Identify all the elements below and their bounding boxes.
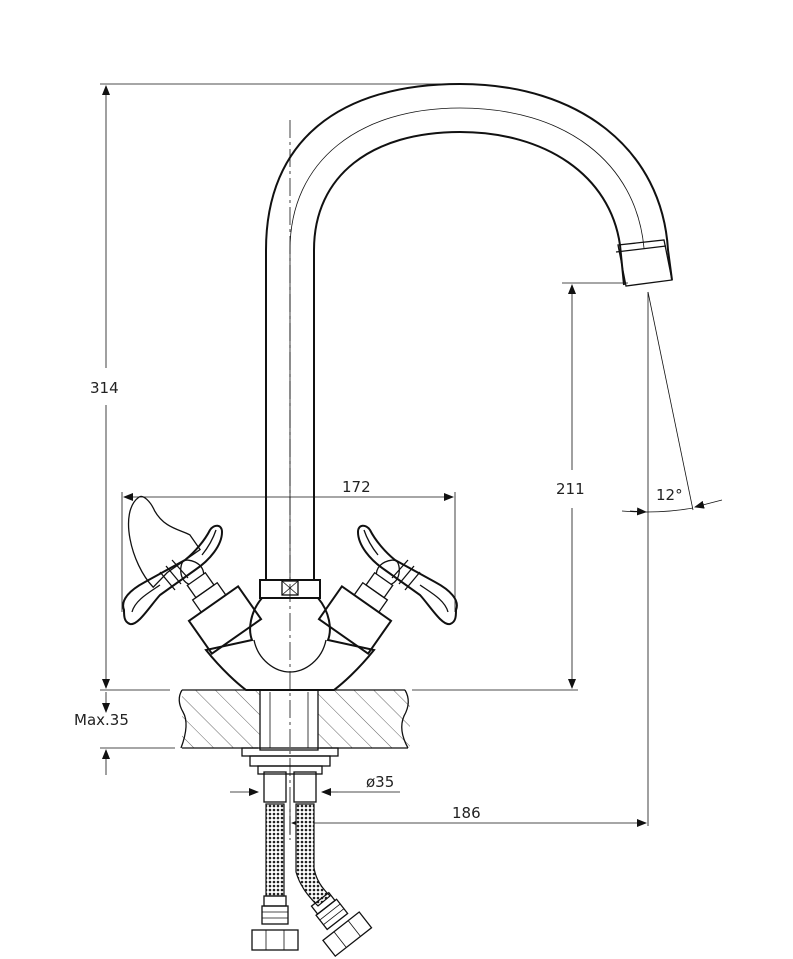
dimension-handle-span: 172 [121,478,456,612]
handle-span-label: 172 [342,478,371,496]
dimension-total-height: 314 [90,83,470,691]
right-lever [356,524,458,626]
spout-reach-label: 186 [452,804,481,822]
dimension-spout-reach: 186 [289,804,647,835]
spout-angle-label: 12° [656,486,683,504]
right-handle [317,559,400,655]
countertop-section [178,689,410,749]
dimension-max-thickness: Max.35 [74,692,175,775]
left-lever-inner [131,529,217,613]
dimension-spout-height: 211 [412,282,628,691]
hole-diameter-label: ø35 [366,773,394,791]
total-height-label: 314 [90,379,119,397]
supply-hoses [251,771,373,958]
left-lever [122,524,224,626]
dimension-spout-angle: 12° [621,291,723,826]
left-collar [159,559,189,591]
spout [265,82,673,580]
spout-height-label: 211 [556,480,585,498]
dimension-hole-diameter: ø35 [230,773,400,796]
right-lever-inner [363,529,449,613]
left-handle [127,495,263,655]
max-thickness-label: Max.35 [74,711,129,729]
right-collar [391,559,421,591]
